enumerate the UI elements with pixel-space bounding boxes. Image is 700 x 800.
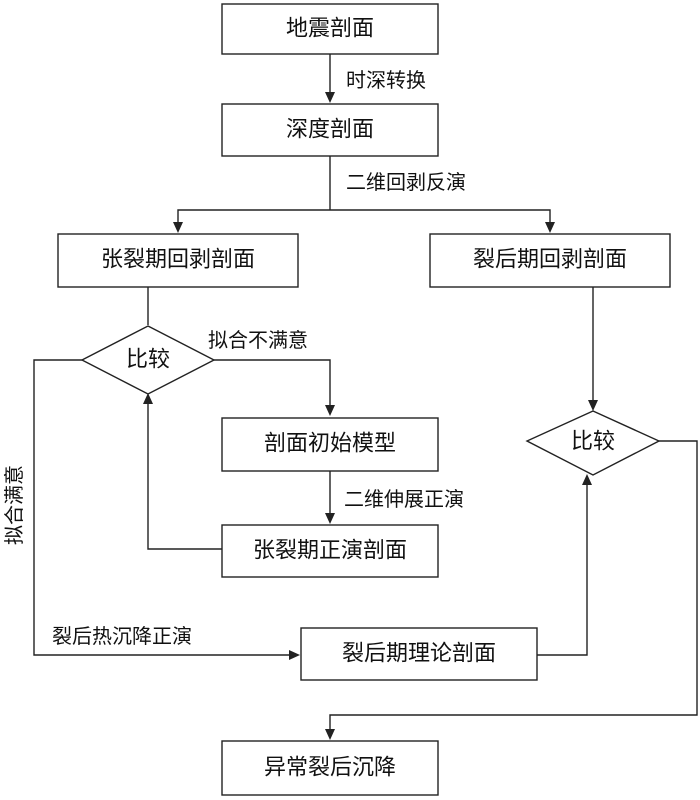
edge-label-backstrip-2d: 二维回剥反演 (346, 170, 466, 194)
arrowhead (325, 405, 335, 416)
node-seismic-profile-label: 地震剖面 (286, 17, 374, 42)
edge-label-stretch-forward: 二维伸展正演 (344, 487, 464, 511)
node-depth-profile-label: 深度剖面 (286, 118, 374, 143)
edge-compare-to-anomaly (329, 440, 698, 729)
arrowhead (545, 222, 555, 233)
arrowhead (325, 513, 335, 524)
node-postrift-backstrip-profile (429, 233, 671, 288)
arrowhead (173, 222, 183, 233)
node-rift-backstrip-profile-label: 张裂期回剥剖面 (101, 248, 255, 273)
edge-forward-to-compare (147, 404, 222, 550)
edge-label-thermal-forward: 裂后热沉降正演 (52, 624, 192, 648)
edge-satisfied (33, 359, 289, 656)
node-compare-right (525, 410, 661, 476)
arrowhead (325, 729, 335, 740)
node-compare-right-label: 比较 (571, 430, 615, 455)
node-seismic-profile (221, 3, 439, 55)
arrowhead (289, 650, 300, 660)
edge-unsatisfied (214, 359, 331, 405)
node-compare-left (80, 325, 216, 395)
edge-split-right (330, 209, 551, 222)
node-initial-model-label: 剖面初始模型 (264, 432, 396, 457)
node-rift-forward-profile-label: 张裂期正演剖面 (253, 539, 407, 564)
node-postrift-backstrip-profile-label: 裂后期回剥剖面 (473, 248, 627, 273)
node-anomalous-subsidence (221, 740, 439, 796)
node-postrift-theory-profile (300, 627, 538, 681)
node-rift-forward-profile (221, 524, 439, 578)
arrowhead (582, 474, 592, 485)
edge-label-time-depth: 时深转换 (346, 68, 426, 92)
arrowhead (143, 393, 153, 404)
edge-label-unsatisfied: 拟合不满意 (208, 328, 308, 352)
edge-theory-to-compare (537, 485, 588, 656)
node-postrift-theory-profile-label: 裂后期理论剖面 (342, 642, 496, 667)
node-anomalous-subsidence-label: 异常裂后沉降 (264, 756, 396, 781)
node-compare-left-label: 比较 (126, 348, 170, 373)
node-depth-profile (221, 103, 439, 157)
node-rift-backstrip-profile (57, 233, 299, 288)
arrowhead (325, 92, 335, 103)
edge-label-satisfied: 拟合满意 (2, 465, 26, 545)
node-initial-model (221, 417, 439, 472)
edge-split-left (177, 209, 330, 222)
arrowhead (588, 400, 598, 411)
